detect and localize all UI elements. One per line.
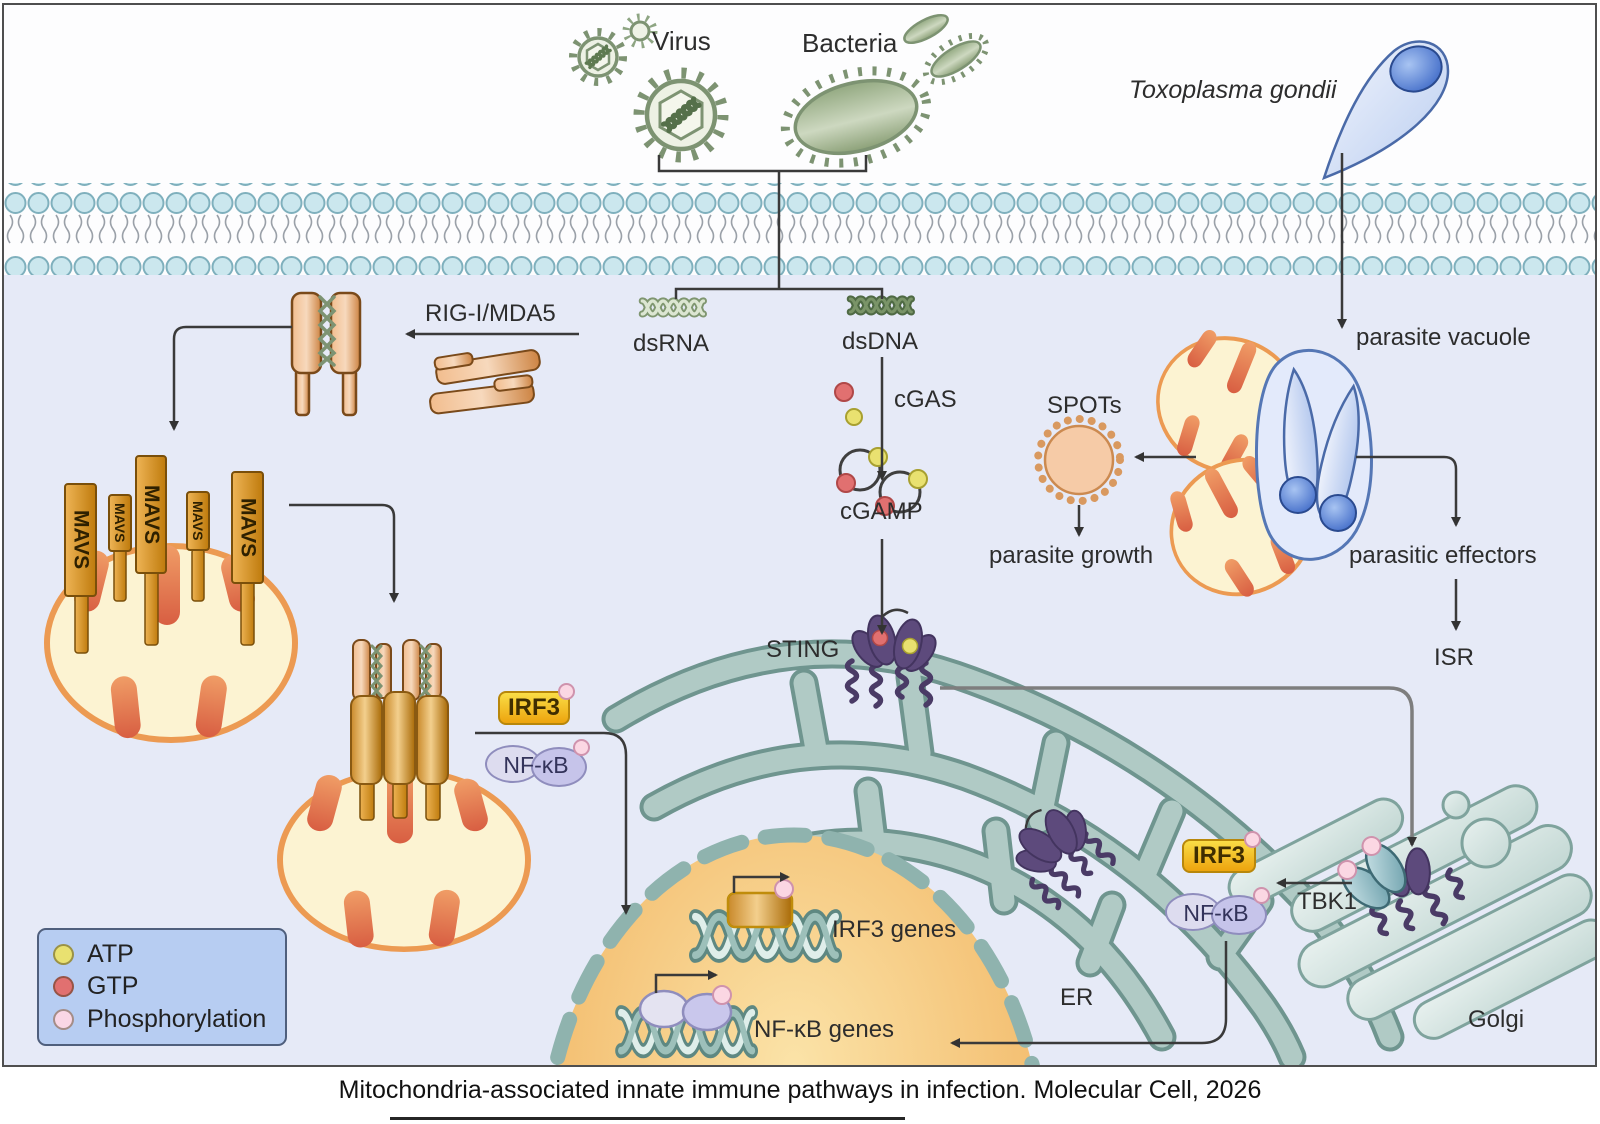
nfkb-transcription-arrow — [654, 970, 718, 993]
vacuole-to-effectors-arrow — [1356, 455, 1461, 527]
cgamp-label: cGAMP — [840, 498, 923, 525]
cgas-label: cGAS — [894, 386, 957, 413]
mavs-tag-1: MAVS — [64, 483, 97, 597]
toxoplasma-label: Toxoplasma gondii — [1129, 76, 1337, 104]
irf3-transcription-arrow — [732, 872, 790, 893]
phospho-dot-icon — [1253, 887, 1270, 904]
mavs-tag-3: MAVS — [135, 455, 167, 574]
golgi-label: Golgi — [1468, 1006, 1525, 1033]
parasitic-effectors-label: parasitic effectors — [1349, 542, 1537, 569]
pathway-diagram: Virus Bacteria Toxoplasma gondii RIG-I/M… — [2, 3, 1597, 1067]
legend: ATP GTP Phosphorylation — [37, 928, 287, 1046]
bottom-divider — [390, 1117, 905, 1120]
nfkb-badge-label: NF-κB — [1183, 899, 1249, 926]
rig-receptor-icon — [290, 291, 362, 417]
phospho-dot-icon — [1244, 831, 1261, 848]
nfkb-genes-icon — [621, 985, 753, 1051]
gtp-atp-dots — [834, 382, 863, 426]
rig-monomers-icon — [429, 349, 541, 415]
rig-label: RIG-I/MDA5 — [425, 300, 556, 327]
nfkb-badge-cytosol: NF-κB — [485, 739, 590, 789]
sting-to-golgi-arrow — [940, 686, 1417, 847]
phospho-dot-icon — [53, 1009, 74, 1031]
legend-label: GTP — [87, 972, 139, 1001]
spots-icon — [1034, 415, 1124, 505]
er-label: ER — [1060, 984, 1094, 1011]
irf3-badge-label: IRF3 — [1192, 842, 1245, 869]
toxoplasma-icon — [1321, 40, 1450, 181]
pathogen-bracket — [657, 155, 868, 173]
legend-label: Phosphorylation — [87, 1005, 267, 1034]
parasite-vacuole-icon — [1255, 348, 1373, 561]
mavs-stems — [74, 548, 255, 654]
sting-label: STING — [766, 636, 840, 663]
tbk1-label: TBK1 — [1297, 888, 1358, 915]
isr-label: ISR — [1434, 644, 1475, 671]
mavs-to-nucleus-arrow — [475, 731, 631, 915]
nfkb-genes-label: NF-κB genes — [754, 1016, 895, 1043]
mavs-tag-4: MAVS — [186, 491, 210, 551]
nfkb-badge-golgi: NF-κB — [1165, 887, 1270, 937]
irf3-badge-cytosol: IRF3 — [498, 683, 575, 725]
legend-item-gtp: GTP — [53, 972, 271, 1001]
legend-item-phospho: Phosphorylation — [53, 1005, 271, 1034]
nucleic-acid-split — [674, 287, 884, 299]
receptor-to-mavs-arrow — [169, 325, 292, 431]
diagram-canvas — [4, 5, 1595, 1065]
virus-label: Virus — [652, 26, 711, 56]
mavs-to-aggregate-arrow — [289, 503, 399, 603]
legend-item-atp: ATP — [53, 940, 271, 969]
parasite-growth-label: parasite growth — [989, 542, 1154, 569]
parasite-vacuole-label: parasite vacuole — [1356, 324, 1531, 351]
cgamp-icon — [836, 447, 928, 516]
mavs-tag-2: MAVS — [108, 494, 132, 552]
mavs-tag-5: MAVS — [231, 471, 264, 584]
atp-dot-icon — [53, 943, 74, 965]
phospho-dot-icon — [558, 683, 575, 700]
figure-caption: Mitochondria-associated innate immune pa… — [338, 1076, 1262, 1104]
nfkb-badge-label: NF-κB — [503, 751, 569, 778]
gtp-dot-icon — [53, 976, 74, 998]
irf3-badge-label: IRF3 — [507, 694, 560, 721]
bacteria-label: Bacteria — [802, 28, 898, 58]
tbk1-icon — [1337, 836, 1466, 937]
phospho-dot-icon — [573, 739, 590, 756]
dsrna-label: dsRNA — [633, 330, 710, 357]
mavs-aggregate-icon — [350, 639, 449, 821]
irf3-genes-icon — [695, 879, 836, 955]
irf3-genes-label: IRF3 genes — [832, 916, 957, 943]
plasma-membrane — [4, 183, 1595, 275]
dsdna-label: dsDNA — [842, 328, 919, 355]
spots-label: SPOTs — [1047, 392, 1122, 419]
connectors — [169, 153, 1461, 1048]
virus-icon — [569, 13, 729, 163]
nfkb-to-nucleus-arrow — [950, 941, 1228, 1048]
irf3-badge-golgi: IRF3 — [1182, 831, 1261, 873]
legend-label: ATP — [87, 939, 134, 968]
